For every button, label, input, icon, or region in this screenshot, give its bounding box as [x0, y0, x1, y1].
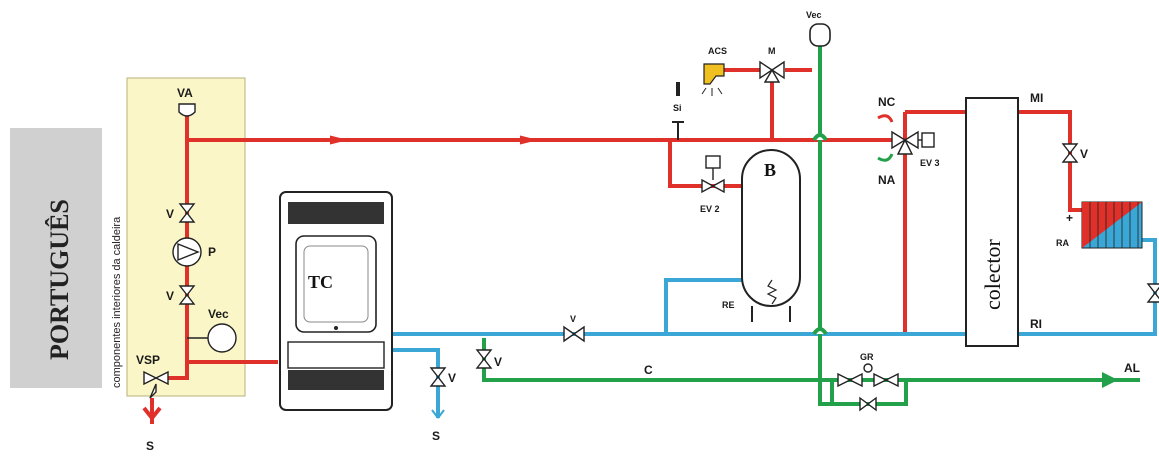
label-ra: RA [1056, 238, 1069, 248]
label-v-return: V [570, 314, 576, 324]
language-box: PORTUGUÊS [10, 128, 102, 388]
valve-v-drain [429, 367, 447, 387]
nc-indicator [877, 114, 894, 123]
solenoid-valve-ev2 [701, 155, 725, 194]
radiator-ra [1081, 201, 1143, 249]
safety-valve-vsp [143, 370, 169, 399]
label-v-mi: V [1080, 147, 1088, 161]
stove-tc [279, 191, 393, 411]
label-nc: NC [878, 95, 896, 109]
pump-p [172, 237, 202, 267]
expansion-vessel-panel [187, 323, 237, 353]
valve-v-ri [1146, 283, 1159, 303]
valve-v-cold [475, 349, 493, 369]
label-si: Si [673, 103, 682, 113]
hot-tap-acs [701, 63, 725, 96]
expansion-vessel-top [809, 23, 831, 47]
language-label: PORTUGUÊS [45, 199, 74, 360]
air-vent-va [178, 103, 196, 117]
drain-s-left [142, 398, 162, 424]
label-mi: MI [1030, 91, 1043, 105]
label-v-panel-lower: V [166, 289, 174, 303]
label-s-left: S [146, 439, 154, 453]
sensor-si [672, 82, 684, 140]
label-p: P [208, 245, 216, 259]
label-vec-top: Vec [806, 10, 822, 20]
label-colector: colector [980, 238, 1005, 310]
label-vsp: VSP [136, 353, 160, 367]
label-v-drain: V [448, 371, 456, 385]
label-b: B [764, 160, 776, 180]
label-re: RE [722, 300, 735, 310]
label-al: AL [1124, 361, 1140, 375]
label-gr: GR [860, 352, 874, 362]
valve-v-upper-panel [178, 203, 196, 223]
label-v-cold: V [494, 355, 502, 369]
hot-water-tank-b [741, 149, 801, 322]
label-ev2: EV 2 [700, 204, 720, 214]
filling-group-gr [837, 363, 899, 412]
panel-caption: componentes interiores da caldeira [111, 216, 123, 388]
label-plus: + [1066, 211, 1073, 225]
three-way-valve-ev3 [891, 130, 935, 155]
label-s-right: S [432, 429, 440, 443]
collector [965, 97, 1019, 347]
label-na: NA [878, 173, 896, 187]
label-ri: RI [1030, 317, 1042, 331]
label-ev3: EV 3 [920, 158, 940, 168]
label-c: C [644, 363, 653, 377]
valve-v-lower-panel [178, 285, 196, 305]
na-indicator [877, 153, 894, 162]
label-tc: TC [308, 272, 333, 292]
label-v-panel-upper: V [166, 207, 174, 221]
valve-v-return [563, 325, 585, 343]
label-acs: ACS [708, 46, 727, 56]
valve-v-mi [1061, 143, 1079, 163]
label-vec-panel: Vec [208, 307, 229, 321]
label-m: M [768, 46, 776, 56]
label-va: VA [177, 86, 193, 100]
mixer-valve-m [759, 60, 785, 83]
